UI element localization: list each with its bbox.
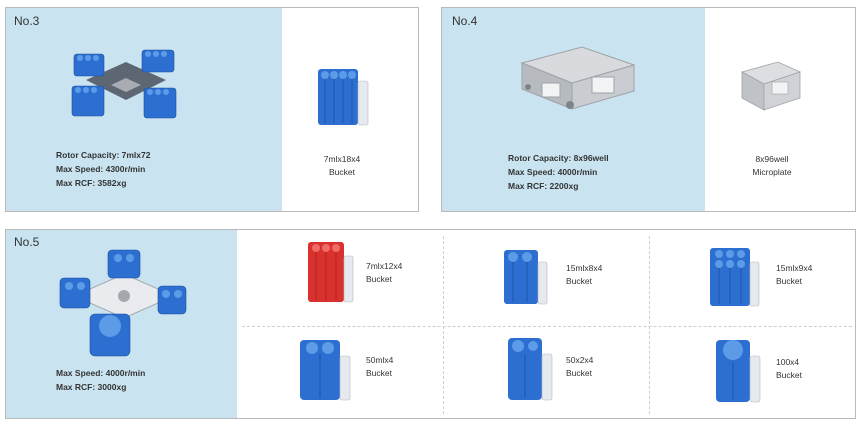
bucket-type: Bucket xyxy=(566,368,592,378)
card-no3: No.3 Rotor Capacity: 7mlx72 Max Speed: 4… xyxy=(5,7,419,212)
spec-speed: Max Speed: 4000r/min xyxy=(56,368,146,378)
model-label: No.4 xyxy=(452,14,478,28)
bucket-caption: 8x96well Microplate xyxy=(732,153,812,179)
spec-rcf: Max RCF: 3582xg xyxy=(56,178,127,188)
bucket-type: Bucket xyxy=(329,167,355,177)
bucket-size: 7mlx18x4 xyxy=(323,154,361,164)
bucket-image xyxy=(504,250,548,305)
bucket-caption: 15mlx9x4 Bucket xyxy=(776,262,812,288)
bucket-type: Bucket xyxy=(566,276,592,286)
spec-speed: Max Speed: 4300r/min xyxy=(56,164,146,174)
grid-divider xyxy=(649,236,650,414)
bucket-size: 7mlx12x4 xyxy=(366,261,403,271)
spec-capacity: Rotor Capacity: 7mlx72 xyxy=(56,150,151,160)
rotor-panel xyxy=(442,8,705,211)
bucket-image xyxy=(508,338,553,401)
bucket-size: 8x96well xyxy=(755,154,789,164)
rotor-specs: Rotor Capacity: 7mlx72 Max Speed: 4300r/… xyxy=(56,148,150,190)
bucket-image xyxy=(308,242,354,303)
bucket-image xyxy=(300,340,351,401)
grid-divider xyxy=(242,326,852,327)
bucket-caption: 15mlx8x4 Bucket xyxy=(566,262,602,288)
spec-capacity: Rotor Capacity: 8x96well xyxy=(508,153,609,163)
bucket-type: Bucket xyxy=(366,274,392,284)
spec-rcf: Max RCF: 2200xg xyxy=(508,181,579,191)
bucket-size: 50mlx4 xyxy=(366,355,394,365)
bucket-image xyxy=(318,69,369,126)
bucket-type: Bucket xyxy=(366,368,392,378)
spec-rcf: Max RCF: 3000xg xyxy=(56,382,127,392)
bucket-caption: 50x2x4 Bucket xyxy=(566,354,593,380)
model-label: No.3 xyxy=(14,14,40,28)
microplate-image xyxy=(740,61,802,111)
card-no4: No.4 Rotor Capacity: 8x96well Max Speed:… xyxy=(441,7,856,212)
bucket-image xyxy=(716,340,761,403)
rotor-image xyxy=(59,249,187,357)
bucket-size: 15mlx9x4 xyxy=(776,263,813,273)
bucket-type: Microplate xyxy=(752,167,792,177)
bucket-size: 50x2x4 xyxy=(566,355,594,365)
bucket-caption: 7mlx18x4 Bucket xyxy=(302,153,382,179)
card-no5: No.5 Max Speed: 4000r/min Max RCF: 3000x… xyxy=(5,229,856,419)
spec-speed: Max Speed: 4000r/min xyxy=(508,167,598,177)
rotor-specs: Max Speed: 4000r/min Max RCF: 3000xg xyxy=(56,366,145,394)
bucket-caption: 7mlx12x4 Bucket xyxy=(366,260,402,286)
bucket-size: 100x4 xyxy=(776,357,800,367)
rotor-image xyxy=(520,46,636,110)
bucket-type: Bucket xyxy=(776,276,802,286)
rotor-specs: Rotor Capacity: 8x96well Max Speed: 4000… xyxy=(508,151,609,193)
model-label: No.5 xyxy=(14,235,40,249)
grid-divider xyxy=(443,236,444,414)
bucket-size: 15mlx8x4 xyxy=(566,263,603,273)
rotor-image xyxy=(71,49,177,119)
bucket-type: Bucket xyxy=(776,370,802,380)
bucket-image xyxy=(710,248,760,307)
bucket-caption: 100x4 Bucket xyxy=(776,356,802,382)
bucket-caption: 50mlx4 Bucket xyxy=(366,354,393,380)
